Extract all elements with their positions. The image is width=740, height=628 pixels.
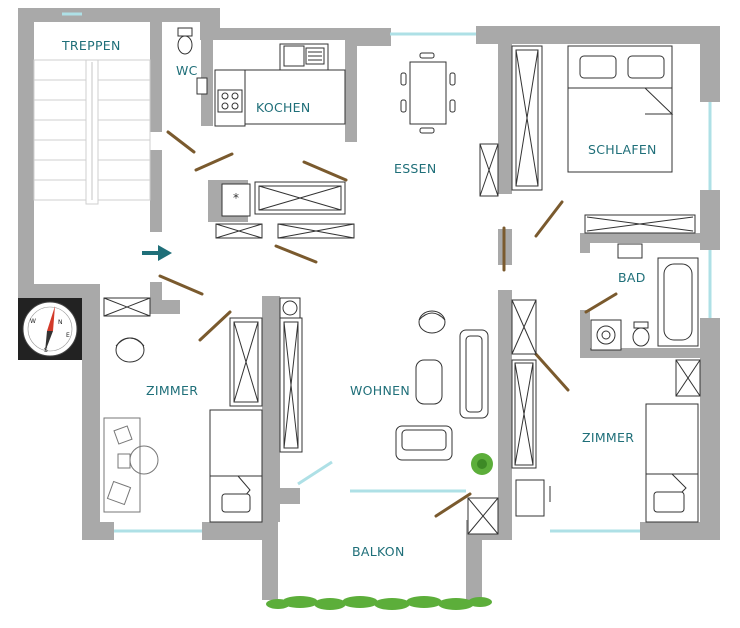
oven: *	[221, 183, 251, 217]
stove-icon	[217, 89, 243, 113]
room-label-balkon: BALKON	[352, 544, 405, 559]
sink-kitchen	[283, 45, 325, 67]
room-label-wc: WC	[176, 63, 198, 78]
wardrobe-living	[279, 317, 303, 453]
compass-icon: N E S W	[18, 298, 82, 360]
cabinet-left-room	[103, 297, 151, 317]
living-furniture	[395, 310, 489, 461]
stairs	[33, 59, 151, 205]
plant-icon	[471, 453, 493, 475]
wardrobe-left-room	[229, 317, 263, 407]
compass-w: W	[30, 318, 36, 325]
room-label-kochen: KOCHEN	[256, 100, 311, 115]
entry-arrow-icon	[142, 245, 172, 261]
room-label-essen: ESSEN	[394, 161, 437, 176]
cabinet-balcony	[467, 497, 499, 535]
room-label-zimmer-left: ZIMMER	[146, 383, 199, 398]
compass-n: N	[58, 319, 63, 326]
room-label-schlafen: SCHLAFEN	[588, 142, 657, 157]
dining-table	[400, 52, 456, 134]
windows	[62, 12, 712, 533]
column-round	[279, 297, 301, 319]
kitchen-cabinet-small-1	[215, 223, 263, 239]
wardrobe-right-room-top	[511, 299, 537, 355]
desk-right	[515, 479, 551, 517]
wardrobe-bedroom-left	[511, 45, 543, 191]
room-label-bad: BAD	[618, 270, 646, 285]
single-bed-right	[645, 403, 699, 523]
compass-e: E	[66, 332, 70, 339]
room-label-wohnen: WOHNEN	[350, 383, 410, 398]
wardrobe-bedroom-bottom	[584, 214, 696, 234]
wardrobe-right-room-tall	[511, 359, 537, 469]
sink-wc	[196, 77, 208, 95]
toilet-wc	[177, 27, 193, 55]
kitchen-cabinet-small-2	[277, 223, 355, 239]
room-label-treppen: TREPPEN	[62, 38, 121, 53]
double-bed	[567, 45, 674, 173]
walls	[18, 8, 720, 600]
wardrobes	[103, 45, 701, 535]
armchair-left	[115, 337, 145, 363]
single-bed-left	[209, 409, 263, 523]
bath-fixtures	[590, 243, 699, 351]
cabinet-right-room-corner	[675, 359, 701, 397]
compass-s: S	[44, 347, 48, 354]
balcony-plants	[266, 596, 492, 610]
kitchen-cabinet-large	[254, 181, 346, 215]
svg-text:*: *	[233, 191, 239, 205]
cabinet-dining	[479, 143, 499, 197]
desk-left	[103, 417, 159, 513]
doors	[158, 130, 618, 518]
room-label-zimmer-right: ZIMMER	[582, 430, 635, 445]
